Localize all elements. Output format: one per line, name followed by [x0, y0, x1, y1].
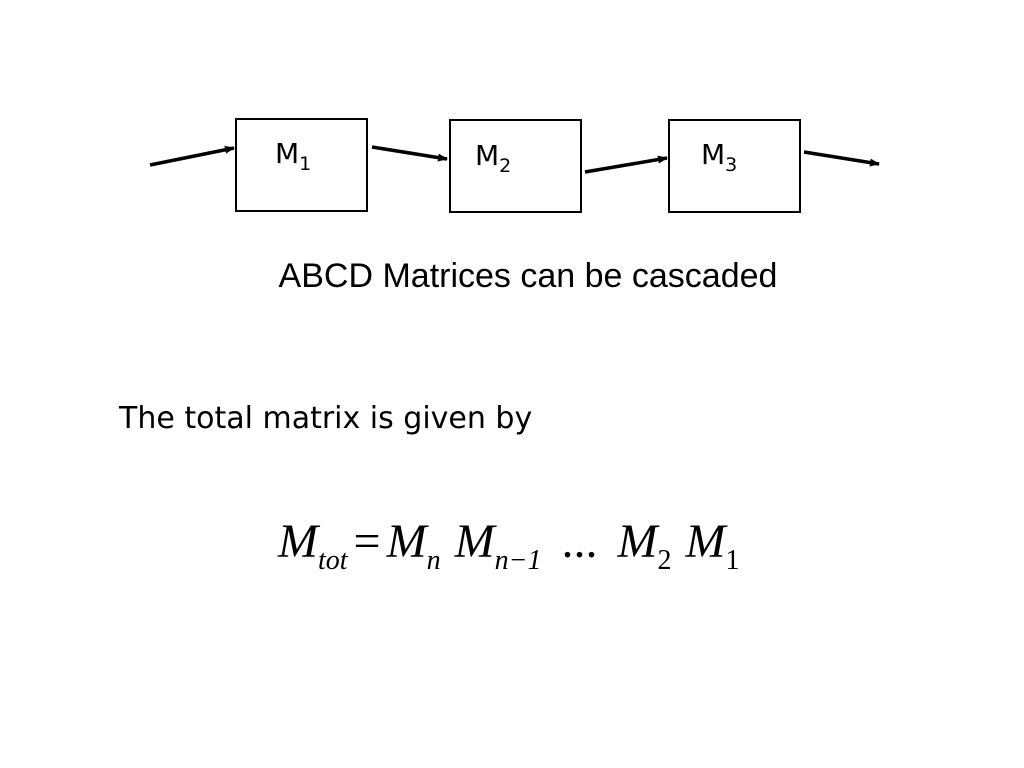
formula-lhs-sub: tot: [317, 545, 348, 576]
formula-term-symbol: M: [617, 515, 658, 568]
formula-term-sub: 2: [657, 545, 672, 576]
block-m2: M2: [449, 119, 582, 213]
cascade-diagram: M1 M2 M3: [149, 118, 880, 213]
block-m1-label: M1: [275, 137, 311, 175]
formula-term-sub: 1: [725, 545, 740, 576]
arrow-m2-to-m3: [584, 155, 668, 174]
diagram-caption: ABCD Matrices can be cascaded: [278, 257, 778, 295]
block-m3-box: [668, 119, 801, 213]
block-m1: M1: [235, 118, 368, 212]
formula-lhs-symbol: M: [278, 515, 318, 568]
formula-term-sub: n: [426, 545, 441, 576]
block-m2-box: [449, 119, 582, 213]
formula-term-symbol: M: [454, 515, 495, 568]
block-m2-label: M2: [475, 139, 511, 177]
input-arrow: [149, 145, 235, 167]
formula-term-symbol: M: [386, 515, 427, 568]
block-m3: M3: [668, 119, 801, 213]
formula-equals: =: [353, 515, 381, 568]
block-m1-box: [235, 118, 368, 212]
block-m3-label: M3: [701, 138, 737, 176]
statement-text: The total matrix is given by: [119, 401, 533, 436]
formula-term-symbol: M: [685, 515, 726, 568]
formula-term-sub: n−1: [494, 545, 542, 576]
output-arrow: [803, 150, 880, 167]
arrow-m1-to-m2: [371, 145, 448, 162]
formula-ellipsis: ...: [561, 515, 598, 568]
